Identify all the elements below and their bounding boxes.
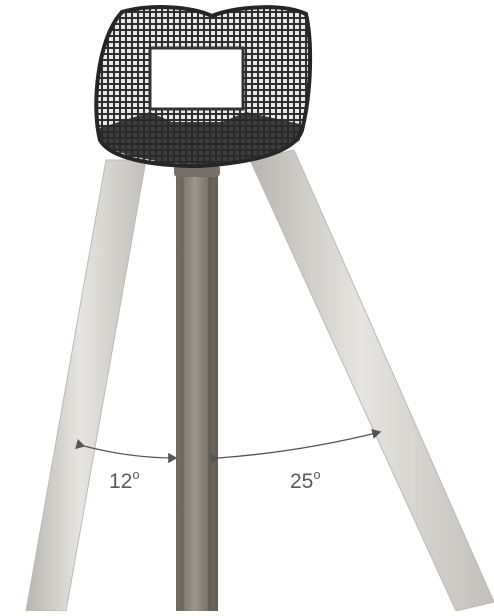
angle-label-left: 12o bbox=[109, 468, 140, 492]
detector-head-mesh-icon bbox=[94, 5, 313, 169]
display-screen-icon bbox=[148, 46, 245, 111]
angle-left-value: 12 bbox=[109, 470, 133, 493]
left-leg bbox=[25, 159, 147, 612]
angle-right-unit: o bbox=[313, 467, 321, 482]
right-leg bbox=[249, 149, 494, 612]
angle-right-value: 25 bbox=[290, 470, 314, 493]
center-pole bbox=[174, 165, 220, 611]
angle-arc-right bbox=[209, 428, 382, 464]
angle-label-right: 25o bbox=[290, 468, 321, 492]
angle-left-unit: o bbox=[132, 467, 140, 482]
angle-arc-left bbox=[75, 439, 178, 464]
